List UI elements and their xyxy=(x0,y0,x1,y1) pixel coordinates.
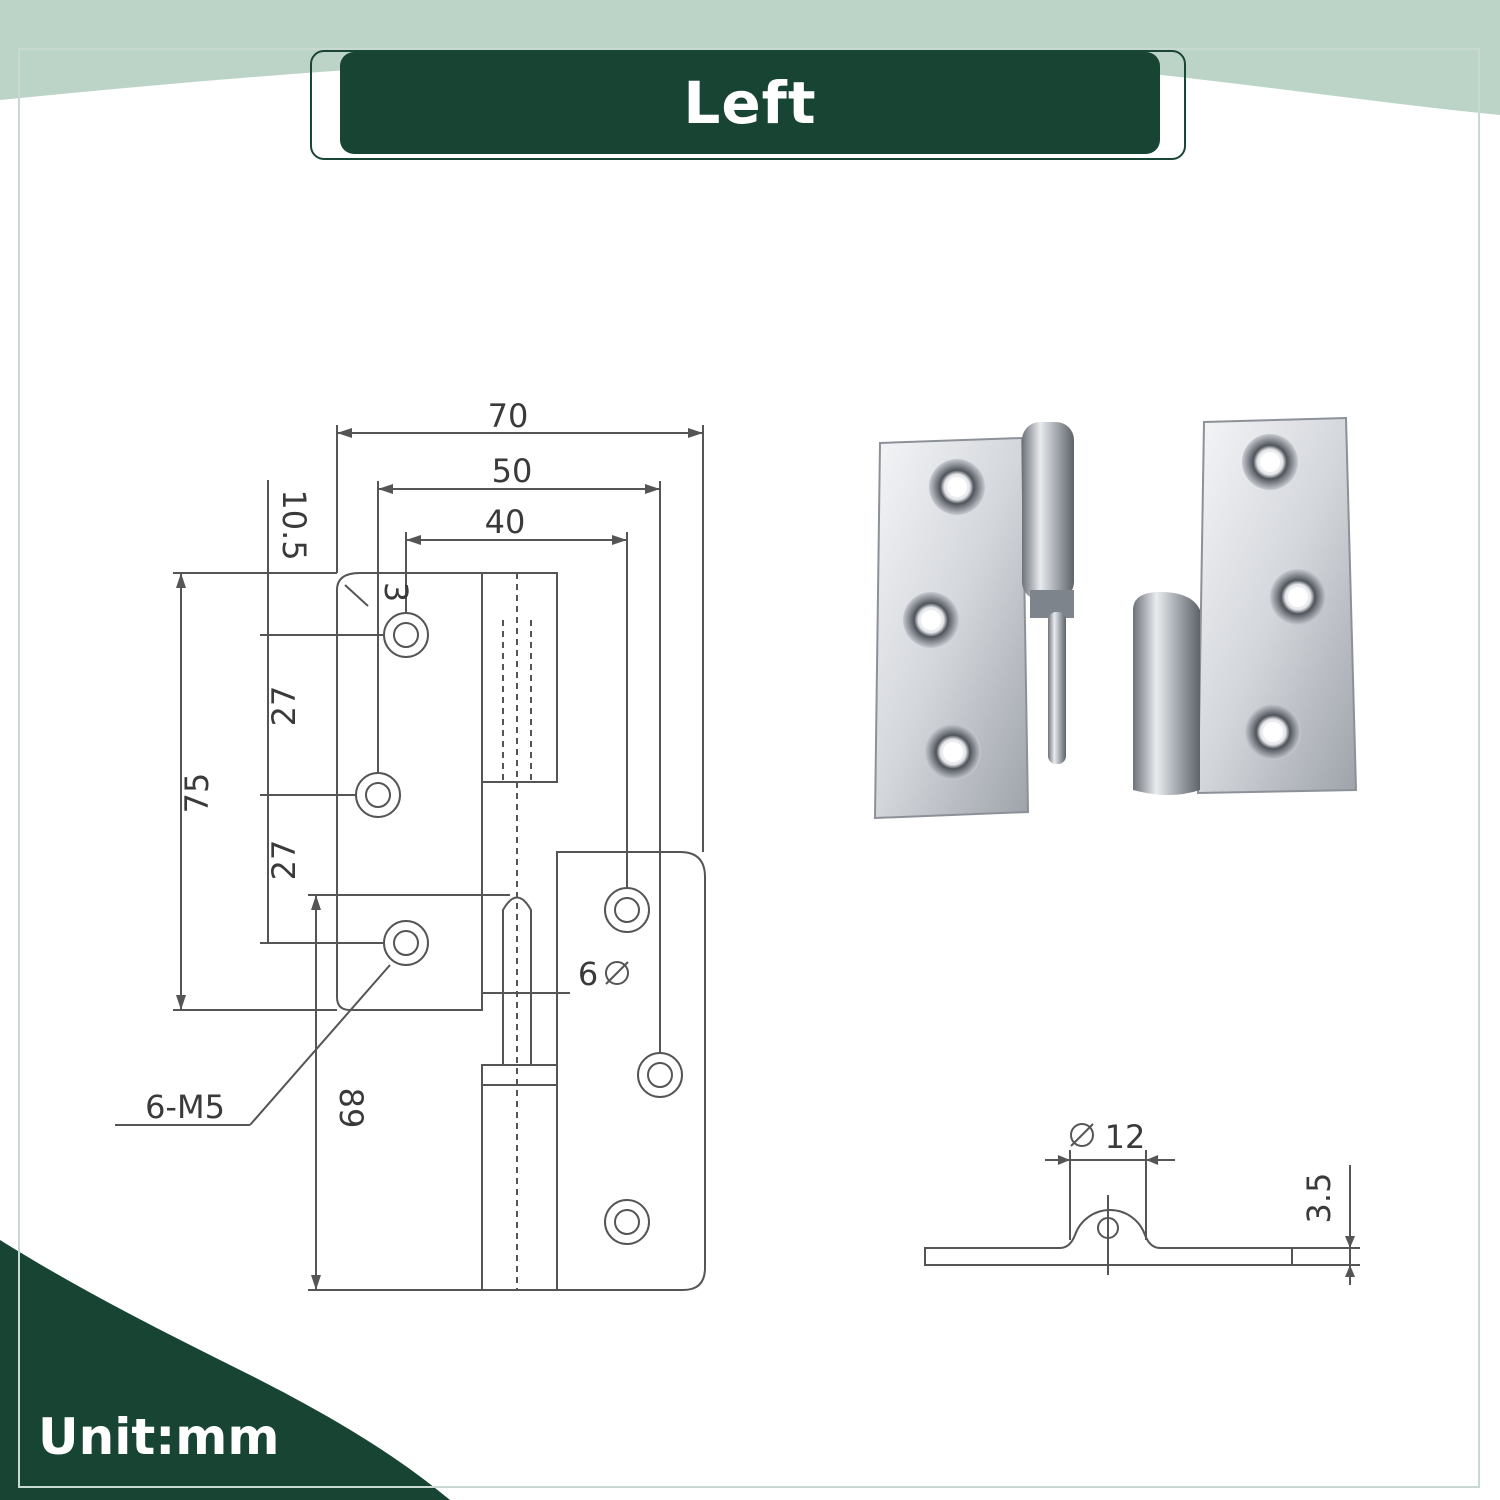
dim-hole-spacing-1: 27 xyxy=(265,686,303,727)
dim-width-40: 40 xyxy=(485,503,526,541)
title-banner: Left xyxy=(340,52,1160,154)
hinge-hole xyxy=(903,459,985,780)
dim-width-70: 70 xyxy=(488,397,529,435)
dim-leaf-height: 75 xyxy=(178,773,216,814)
diameter-symbol-icon xyxy=(1070,1123,1094,1147)
dim-top-offset: 10.5 xyxy=(275,489,313,560)
dim-screw-spec: 6-M5 xyxy=(145,1088,225,1126)
dim-hole-spacing-2: 27 xyxy=(265,840,303,881)
dim-corner: 3 xyxy=(377,582,415,602)
page-title: Left xyxy=(683,69,817,137)
content-frame xyxy=(18,48,1480,1488)
dim-knuckle-diameter: 12 xyxy=(1105,1118,1146,1156)
unit-label: Unit:mm xyxy=(38,1408,280,1466)
title-outline xyxy=(310,50,1186,160)
diameter-symbol-icon xyxy=(605,961,629,985)
hinge-hole xyxy=(1242,434,1326,760)
dim-pin-diameter: 6 xyxy=(578,955,598,993)
dim-plate-thickness: 3.5 xyxy=(1300,1173,1338,1224)
dim-width-50: 50 xyxy=(492,452,533,490)
dim-lower-height: 89 xyxy=(332,1088,370,1129)
